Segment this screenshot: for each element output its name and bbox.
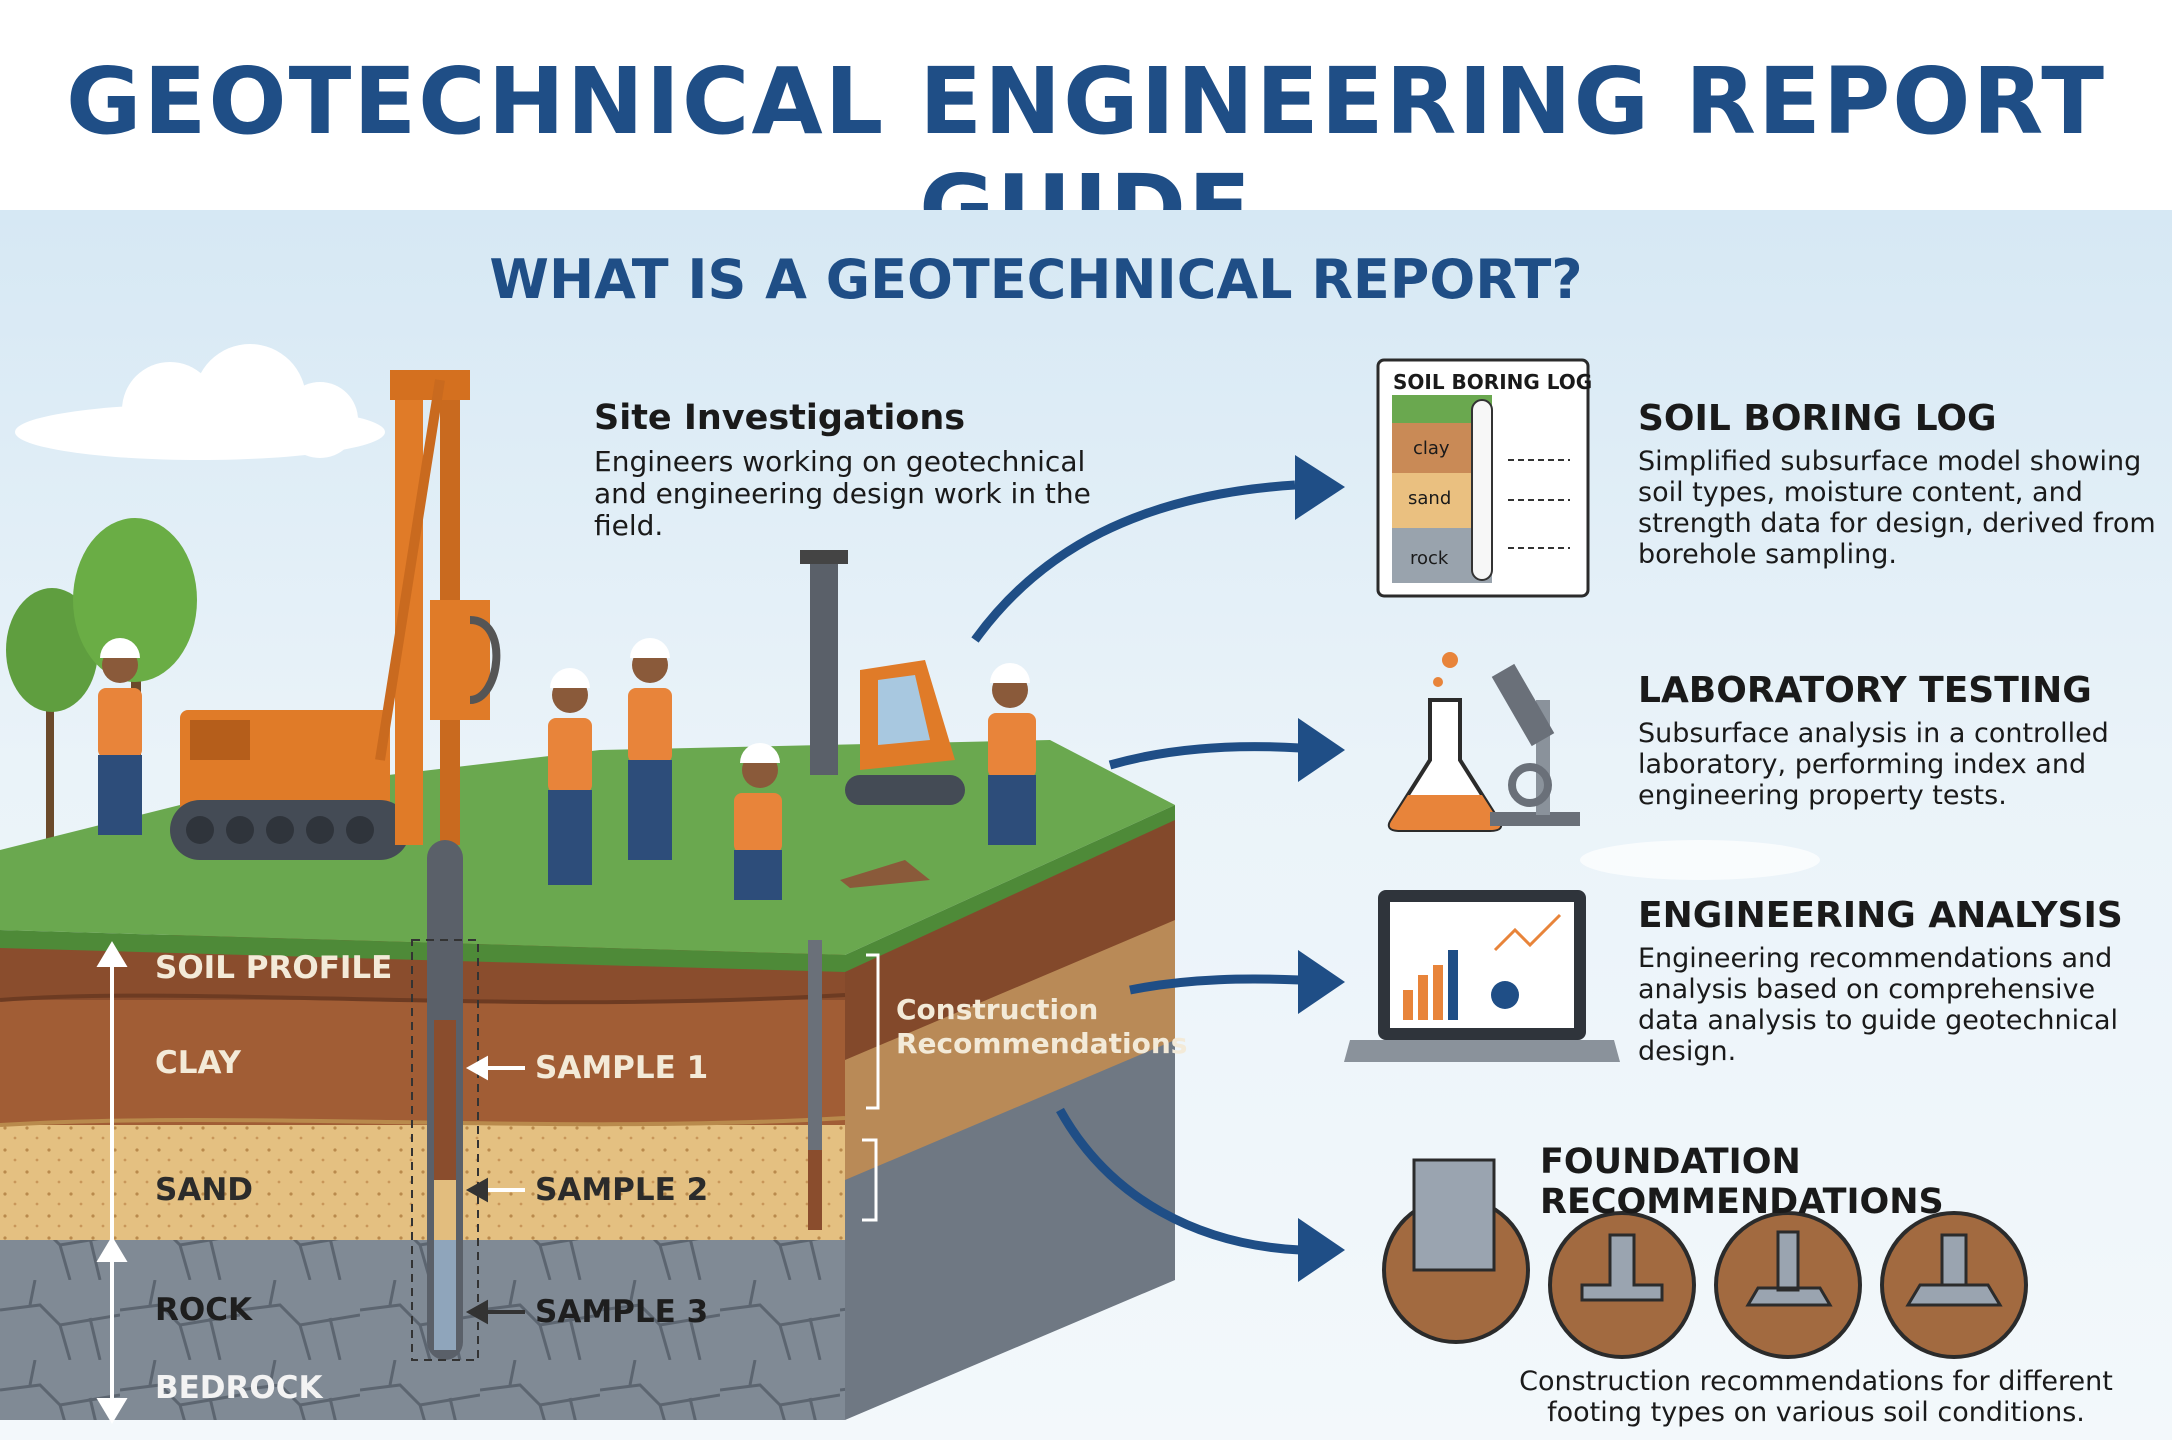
illustration: [0, 344, 2028, 1424]
site-heading: Site Investigations: [594, 398, 966, 438]
label-sample-1: SAMPLE 1: [535, 1050, 709, 1086]
soil-block: [0, 740, 1175, 1420]
page-title: GEOTECHNICAL ENGINEERING REPORT GUIDE: [66, 48, 2106, 262]
drill-rig: [170, 370, 501, 1361]
boring-log-layer-clay: clay: [1413, 438, 1450, 459]
label-clay: CLAY: [155, 1045, 241, 1081]
label-construction: Construction: [896, 993, 1099, 1026]
boring-log-heading: SOIL BORING LOG: [1638, 398, 1997, 439]
boring-log-card: [1376, 358, 1590, 598]
workers: [98, 638, 1036, 900]
boring-log-layer-rock: rock: [1410, 548, 1449, 569]
analysis-description: Engineering recommendations and analysis…: [1638, 943, 2119, 1067]
flask-icon: [1387, 652, 1503, 832]
section-subtitle: WHAT IS A GEOTECHNICAL REPORT?: [489, 248, 1583, 311]
foundation-description: Construction recommendations for differe…: [1519, 1366, 2113, 1428]
analysis-heading: ENGINEERING ANALYSIS: [1638, 895, 2123, 936]
label-sand: SAND: [155, 1172, 253, 1208]
cloud: [15, 344, 1820, 880]
excavator: [800, 550, 965, 1230]
arrow-heads: [1295, 455, 1345, 1282]
label-recommendations: Recommendations: [896, 1027, 1188, 1060]
tree: [6, 518, 197, 840]
flow-arrows: [971, 480, 1301, 1255]
microscope-icon: [1490, 663, 1580, 826]
boring-log-layer-sand: sand: [1408, 488, 1452, 509]
label-soil-profile: SOIL PROFILE: [155, 950, 393, 986]
boring-log-description: Simplified subsurface model showing soil…: [1638, 446, 2156, 570]
sample-pointers: [465, 1055, 525, 1325]
brackets: [862, 953, 880, 1222]
label-sample-2: SAMPLE 2: [535, 1172, 709, 1208]
boring-log-card-title: SOIL BORING LOG: [1393, 370, 1593, 394]
label-rock: ROCK: [155, 1292, 252, 1328]
foundation-heading: FOUNDATION RECOMMENDATIONS: [1540, 1142, 1944, 1222]
depth-scale: [96, 941, 128, 1424]
label-bedrock: BEDROCK: [155, 1370, 323, 1406]
lab-heading: LABORATORY TESTING: [1638, 670, 2092, 711]
layer-clay: [0, 1000, 845, 1130]
dirt-pile: [840, 860, 930, 888]
laptop-icon: [1344, 890, 1620, 1062]
site-description: Engineers working on geotechnical and en…: [594, 445, 1091, 542]
foundation-icons: [1382, 1158, 2028, 1359]
lab-description: Subsurface analysis in a controlled labo…: [1638, 718, 2109, 811]
label-sample-3: SAMPLE 3: [535, 1294, 709, 1330]
